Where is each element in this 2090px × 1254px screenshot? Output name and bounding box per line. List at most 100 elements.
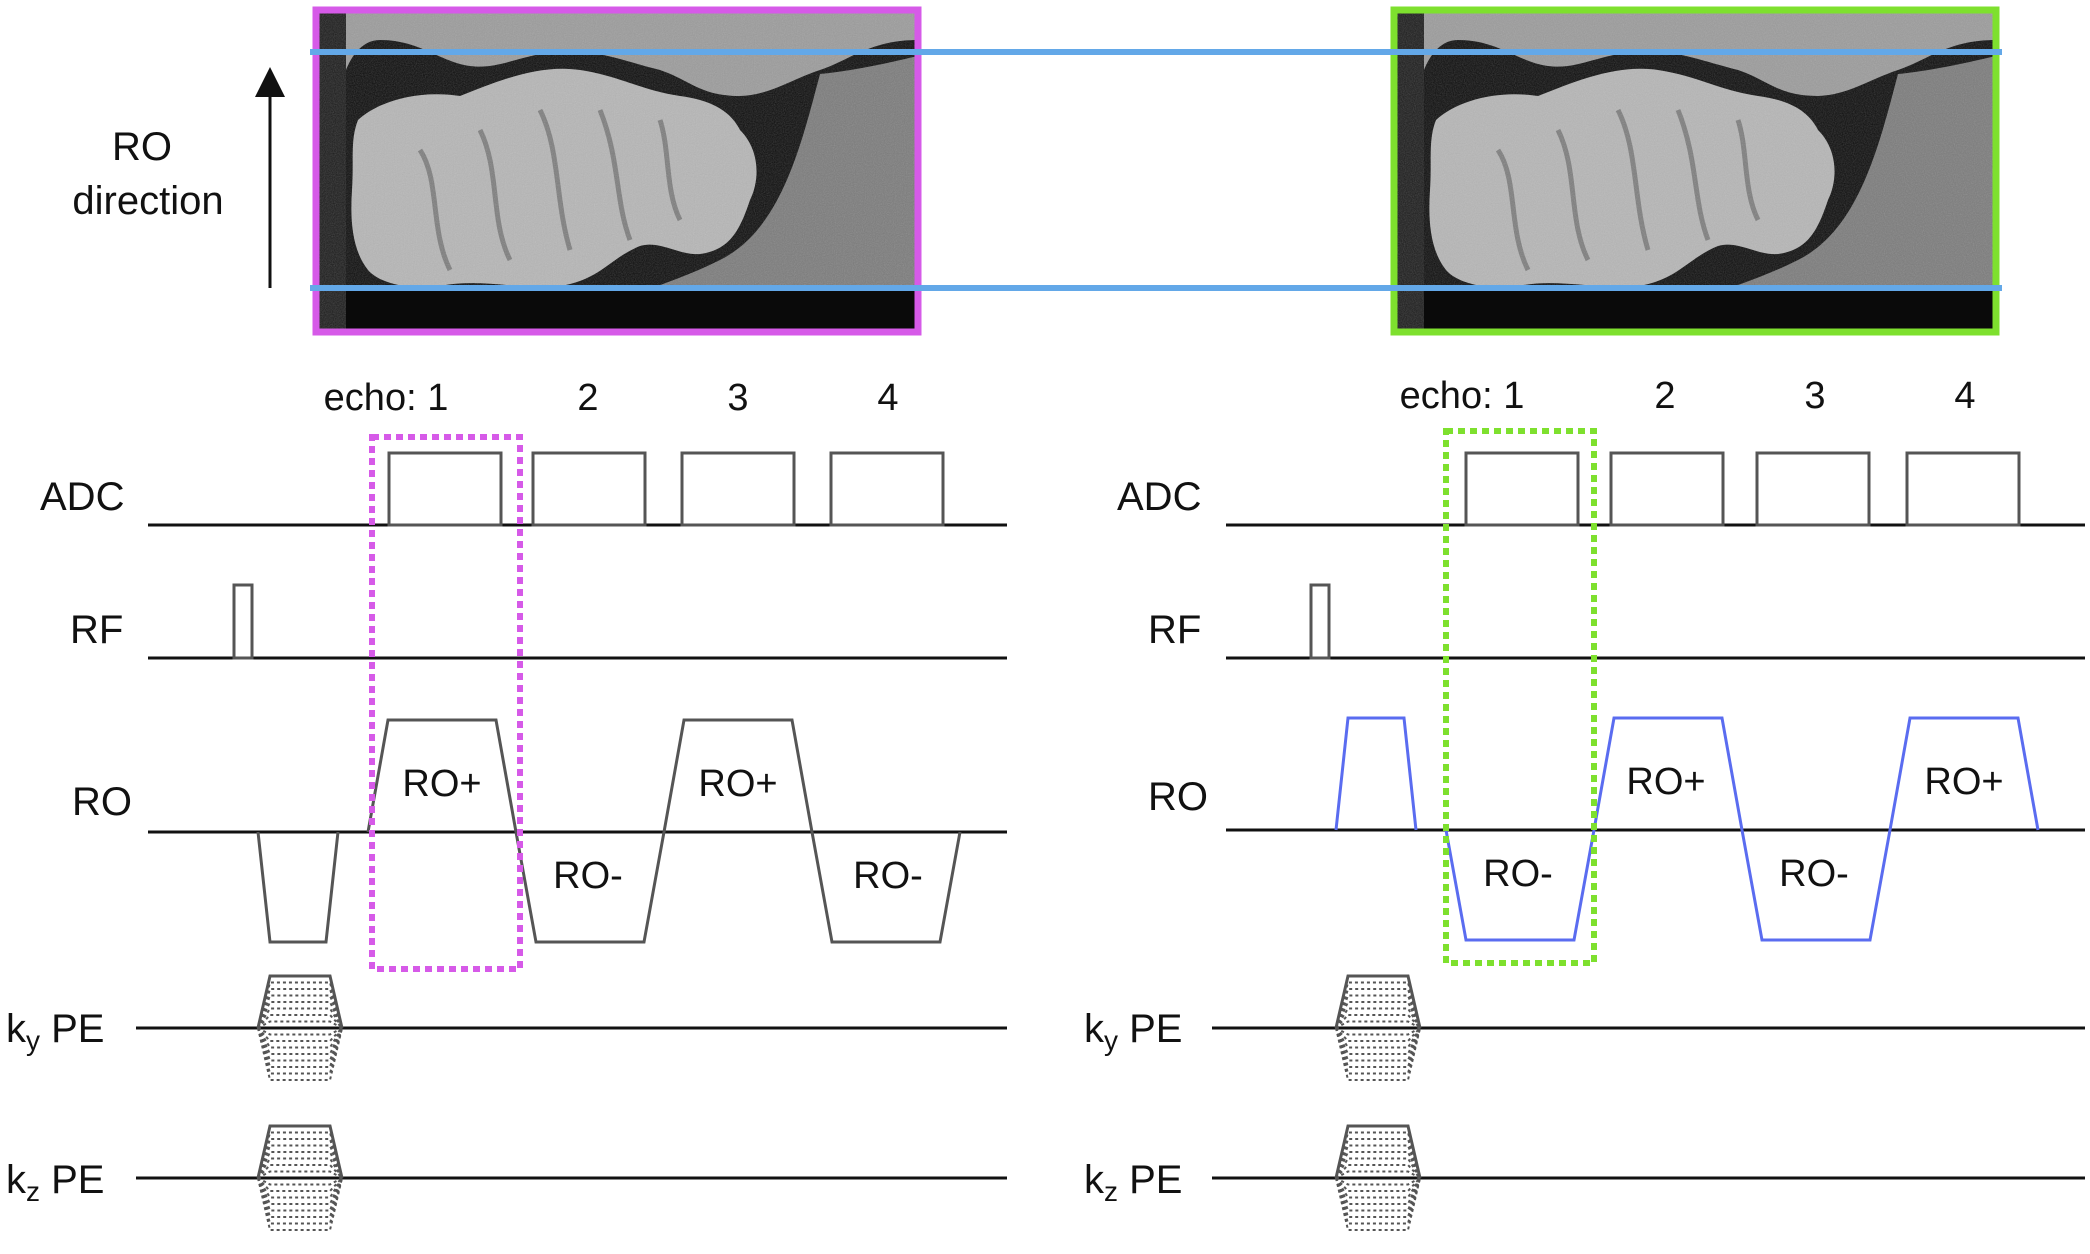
left-ky-pe-step-line xyxy=(257,1027,343,1055)
right-echo-label-3: 3 xyxy=(1804,375,1825,417)
right-kz-label: kz PE xyxy=(1084,1158,1182,1207)
left-ro-lobe-4 xyxy=(810,831,962,944)
mr-image-right xyxy=(1390,6,2000,336)
left-ro-lobe-label-4: RO- xyxy=(853,855,923,897)
right-kz-pe-step-line xyxy=(1335,1157,1421,1179)
right-adc-label: ADC xyxy=(1117,475,1201,519)
ro-direction-label-line1: RO xyxy=(112,125,172,169)
right-kz-pe-step-line xyxy=(1335,1177,1421,1186)
left-kz-pe-step-line xyxy=(257,1157,343,1179)
right-adc-window-3 xyxy=(1755,451,1871,527)
ro-direction-label-line2: direction xyxy=(72,179,223,223)
left-kz-pe-step-line xyxy=(257,1177,343,1199)
left-echo-label-3: 3 xyxy=(727,377,748,419)
right-kz-pe-step-line xyxy=(1335,1170,1421,1179)
right-ro-lobe-4 xyxy=(1888,716,2040,831)
left-ro-lobe-label-3: RO+ xyxy=(698,763,777,805)
right-kz-pe-step-line xyxy=(1335,1177,1421,1231)
right-kz-pe-step-line xyxy=(1335,1144,1421,1179)
right-kz-pe-step-line xyxy=(1335,1138,1421,1179)
left-ky-pe-step-line xyxy=(257,1014,343,1029)
right-ky-pe-step-line xyxy=(1335,988,1421,1029)
left-ky-label: ky PE xyxy=(6,1007,104,1056)
right-echo-label-4: 4 xyxy=(1954,375,1975,417)
left-echo-label-2: 2 xyxy=(577,377,598,419)
right-kz-pe-step-line xyxy=(1335,1177,1421,1192)
left-ky-pe-step-line xyxy=(257,1027,343,1062)
right-ro-lobe-label-1: RO- xyxy=(1483,853,1553,895)
left-kz-pe-step-line xyxy=(257,1177,343,1212)
left-kz-pe-step-line xyxy=(257,1177,343,1192)
left-ro-lobe-1 xyxy=(366,718,518,833)
left-ky-pe-step-line xyxy=(257,1027,343,1042)
left-kz-pe-step-line xyxy=(257,1164,343,1179)
left-ro-lobe-label-2: RO- xyxy=(553,855,623,897)
right-kz-pe-step-line xyxy=(1335,1177,1421,1199)
left-ky-pe-step-line xyxy=(257,988,343,1029)
left-ky-pe-step-line xyxy=(257,994,343,1029)
right-ro-lobe-2 xyxy=(1592,716,1744,831)
left-adc-label: ADC xyxy=(40,475,124,519)
left-kz-pe-step-line xyxy=(257,1151,343,1179)
right-echo-label-1: echo: 1 xyxy=(1400,375,1525,417)
left-adc-window-1 xyxy=(387,451,503,527)
left-kz-pe-step-line xyxy=(257,1177,343,1231)
right-ro-lobe-label-4: RO+ xyxy=(1924,761,2003,803)
right-kz-pe-step-line xyxy=(1335,1164,1421,1179)
left-ro-prephaser xyxy=(256,831,340,944)
right-ky-pe-step-line xyxy=(1335,1027,1421,1049)
right-ro-lobe-3 xyxy=(1740,829,1892,942)
left-adc-window-3 xyxy=(680,451,796,527)
right-sequence: echo: 1 2 3 4 ADC RF RO RO- RO+ RO- RO+ … xyxy=(1084,375,2085,1231)
right-frame xyxy=(1390,6,2000,336)
right-ky-pe-step-line xyxy=(1335,1001,1421,1029)
right-ky-pe-step-line xyxy=(1335,1027,1421,1081)
left-ky-pe-step-line xyxy=(257,1007,343,1029)
right-adc-window-4 xyxy=(1905,451,2021,527)
right-ky-pe-step-line xyxy=(1335,1027,1421,1042)
right-kz-pe-step-line xyxy=(1335,1177,1421,1205)
left-ro-lobe-3 xyxy=(662,718,814,833)
right-kz-pe-step-line xyxy=(1335,1151,1421,1179)
left-kz-pe-step-line xyxy=(257,1144,343,1179)
left-adc-window-4 xyxy=(829,451,945,527)
right-rf-label: RF xyxy=(1148,608,1201,652)
left-ky-pe-step-line xyxy=(257,1027,343,1081)
right-adc-window-1 xyxy=(1464,451,1580,527)
right-kz-phase-encode-table xyxy=(1334,1124,1422,1231)
right-ky-pe-step-line xyxy=(1335,1020,1421,1029)
right-echo-label-2: 2 xyxy=(1654,375,1675,417)
left-kz-pe-step-line xyxy=(257,1138,343,1179)
mr-image-left xyxy=(312,6,922,336)
right-ky-pe-step-line xyxy=(1335,1027,1421,1062)
left-rf-label: RF xyxy=(70,608,123,652)
left-rf-pulse xyxy=(232,583,254,660)
right-ky-pe-step-line xyxy=(1335,1014,1421,1029)
right-adc-window-2 xyxy=(1609,451,1725,527)
left-kz-pe-step-line xyxy=(257,1177,343,1205)
left-echo1-highlight xyxy=(369,434,523,972)
left-ro-label: RO xyxy=(72,780,132,824)
right-rf-pulse xyxy=(1309,583,1331,660)
right-ky-pe-step-line xyxy=(1335,994,1421,1029)
right-ky-pe-step-line xyxy=(1335,1027,1421,1055)
right-ky-pe-step-line xyxy=(1335,1007,1421,1029)
left-ky-pe-step-line xyxy=(257,1001,343,1029)
left-kz-phase-encode-table xyxy=(256,1124,344,1231)
right-ky-phase-encode-table xyxy=(1334,974,1422,1081)
right-ro-lobe-1 xyxy=(1444,829,1596,942)
left-ky-pe-step-line xyxy=(257,1027,343,1036)
right-kz-pe-step-line xyxy=(1335,1177,1421,1212)
right-ro-prephaser xyxy=(1334,716,1418,831)
right-ro-lobe-label-2: RO+ xyxy=(1626,761,1705,803)
left-ky-pe-step-line xyxy=(257,1020,343,1029)
left-adc-window-2 xyxy=(531,451,647,527)
right-echo1-highlight xyxy=(1443,428,1597,966)
left-kz-label: kz PE xyxy=(6,1158,104,1207)
right-ro-lobe-label-3: RO- xyxy=(1779,853,1849,895)
left-echo-label-1: echo: 1 xyxy=(324,377,449,419)
left-sequence: echo: 1 2 3 4 ADC RF RO RO+ RO- RO+ RO- … xyxy=(6,377,1007,1231)
left-ro-lobe-2 xyxy=(514,831,666,944)
